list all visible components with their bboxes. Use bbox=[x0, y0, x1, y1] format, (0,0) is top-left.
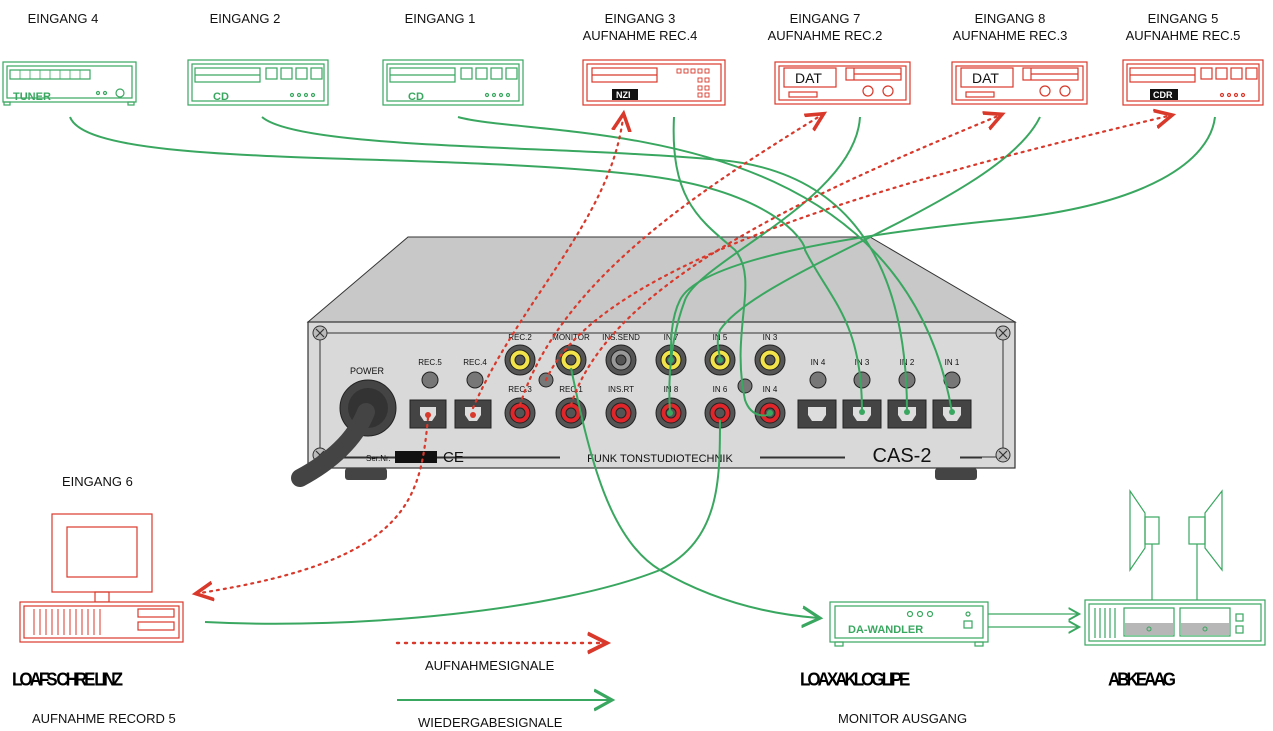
eingang7-label: EINGANG 7 AUFNAHME REC.2 bbox=[760, 10, 890, 44]
power-label: POWER bbox=[350, 366, 385, 376]
eingang7-sub: AUFNAHME REC.2 bbox=[767, 28, 883, 43]
model-label: CAS-2 bbox=[873, 445, 932, 467]
jack-label-opt-in1: IN 1 bbox=[945, 358, 960, 367]
jack-label-opt-in2: IN 2 bbox=[900, 358, 915, 367]
cdr-recorder bbox=[1122, 59, 1264, 106]
jack-label-monitor: MONITOR bbox=[552, 333, 590, 342]
eingang6-label: EINGANG 6 bbox=[62, 474, 133, 489]
eingang8-sub: AUFNAHME REC.3 bbox=[952, 28, 1068, 43]
serial-label: Ser.Nr. bbox=[366, 454, 390, 463]
eingang5-title: EINGANG 5 bbox=[1147, 11, 1219, 26]
cdr-logo-plate bbox=[1150, 89, 1178, 100]
tuner-brand: TUNER bbox=[13, 91, 51, 103]
jack-label-in8: IN 8 bbox=[664, 385, 679, 394]
jack-rec5-small bbox=[421, 371, 439, 389]
jack-label-rec2: REC.2 bbox=[508, 333, 532, 342]
da-converter-name: DA-WANDLER bbox=[848, 624, 923, 636]
amplifier-title: ABKEAAG bbox=[1108, 669, 1176, 690]
legend-record-label: AUFNAHMESIGNALE bbox=[425, 658, 555, 673]
eingang2-label: EINGANG 2 bbox=[209, 11, 281, 26]
speaker-left bbox=[1129, 489, 1160, 600]
jack-label-rec4: REC.4 bbox=[463, 358, 487, 367]
speaker-right bbox=[1188, 489, 1223, 600]
tuner-device bbox=[2, 61, 137, 106]
da-converter bbox=[829, 601, 989, 647]
jack-label-ins-send: INS.SEND bbox=[602, 333, 640, 342]
computer-caption: AUFNAHME RECORD 5 bbox=[32, 711, 176, 726]
jack-opt-in4-small bbox=[809, 371, 827, 389]
jack-label-rec5: REC.5 bbox=[418, 358, 442, 367]
jack-label-opt-in3: IN 3 bbox=[855, 358, 870, 367]
jack-label-rec1: REC.1 bbox=[559, 385, 583, 394]
jack-label-in3: IN 3 bbox=[763, 333, 778, 342]
legend bbox=[395, 643, 610, 700]
converter-caption: MONITOR AUSGANG bbox=[838, 711, 968, 726]
jack-label-in5: IN 5 bbox=[713, 333, 728, 342]
eingang1-label: EINGANG 1 bbox=[404, 11, 476, 26]
jack-opt-in1-small bbox=[943, 371, 961, 389]
manufacturer-label: FUNK TONSTUDIOTECHNIK bbox=[587, 453, 733, 465]
md-recorder bbox=[582, 59, 726, 106]
cdr-brand: CDR bbox=[1153, 90, 1173, 100]
eingang4-label: EINGANG 4 bbox=[27, 11, 99, 26]
eingang5-sub: AUFNAHME REC.5 bbox=[1125, 28, 1241, 43]
cd-player-1 bbox=[382, 59, 524, 106]
dat-recorder-7 bbox=[774, 61, 911, 105]
md-brand: NZI bbox=[616, 90, 631, 100]
record-cables bbox=[200, 116, 1168, 593]
cd-1-brand: CD bbox=[408, 91, 424, 103]
eingang7-title: EINGANG 7 bbox=[789, 11, 861, 26]
playback-cables bbox=[69, 116, 1216, 417]
legend-playback-label: WIEDERGABESIGNALE bbox=[418, 715, 563, 730]
eingang3-sub: AUFNAHME REC.4 bbox=[582, 28, 698, 43]
eingang5-label: EINGANG 5 AUFNAHME REC.5 bbox=[1118, 10, 1248, 44]
ce-mark: CE bbox=[443, 449, 464, 466]
jack-opt-in3-small bbox=[853, 371, 871, 389]
computer bbox=[19, 513, 184, 643]
eingang3-label: EINGANG 3 AUFNAHME REC.4 bbox=[575, 10, 705, 44]
power-amplifier bbox=[1084, 599, 1266, 646]
converter-title: LOAXAKLOGLIPE bbox=[800, 669, 910, 690]
jack-label-opt-in4: IN 4 bbox=[811, 358, 826, 367]
cd-player-2 bbox=[187, 59, 329, 106]
jack-label-in4: IN 4 bbox=[763, 385, 778, 394]
jack-label-rec3: REC.3 bbox=[508, 385, 532, 394]
dat-recorder-8 bbox=[951, 61, 1088, 105]
eingang3-title: EINGANG 3 bbox=[604, 11, 676, 26]
eingang8-title: EINGANG 8 bbox=[974, 11, 1046, 26]
jack-rec4-small bbox=[466, 371, 484, 389]
dat-7-brand: DAT bbox=[795, 70, 822, 86]
jack-label-in6: IN 6 bbox=[713, 385, 728, 394]
cd-2-brand: CD bbox=[213, 91, 229, 103]
eingang8-label: EINGANG 8 AUFNAHME REC.3 bbox=[945, 10, 1075, 44]
computer-title: LOAFS CHRE LINZ bbox=[12, 669, 123, 690]
jack-label-ins-rt: INS.RT bbox=[608, 385, 634, 394]
md-logo-plate bbox=[612, 89, 638, 100]
dat-8-brand: DAT bbox=[972, 70, 999, 86]
